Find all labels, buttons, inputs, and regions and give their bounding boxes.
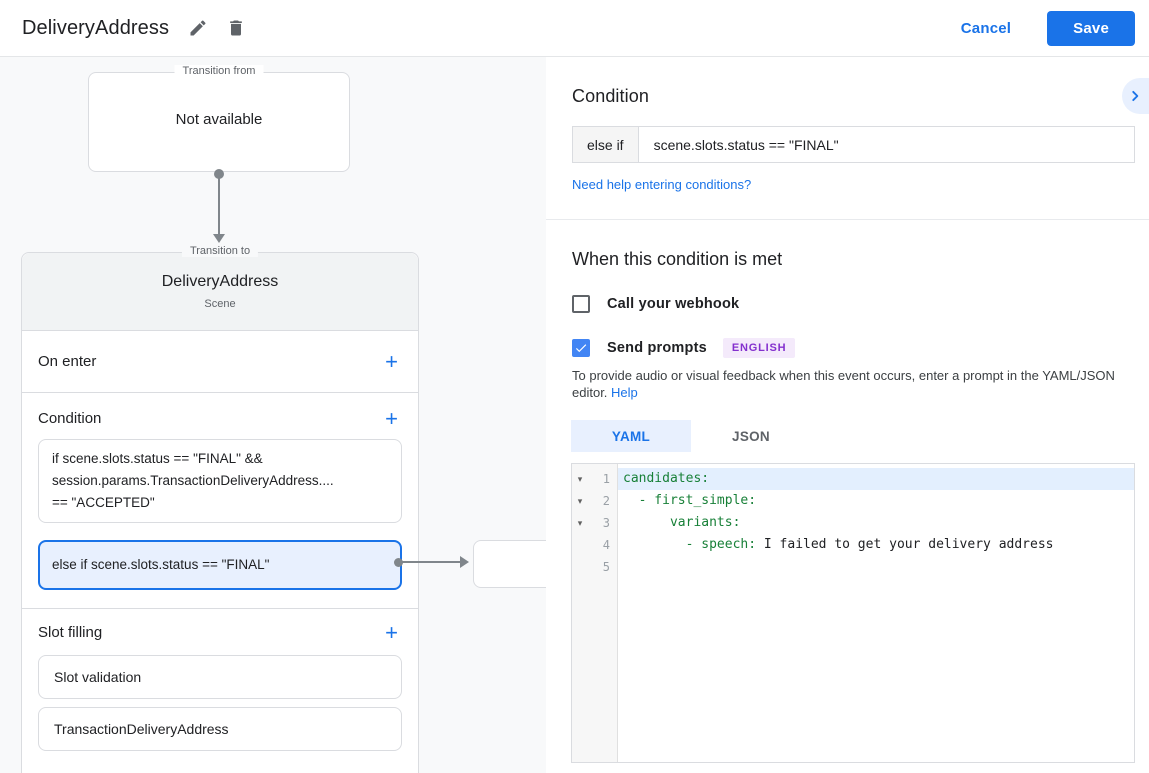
add-on-enter-button[interactable]: +: [379, 350, 404, 374]
if-condition-line: if scene.slots.status == "FINAL" &&: [52, 451, 263, 466]
condition-met-heading: When this condition is met: [572, 249, 783, 269]
top-bar: DeliveryAddress Cancel Save: [0, 0, 1149, 57]
send-prompts-label: Send prompts: [607, 340, 707, 356]
condition-prefix-label: else if: [573, 127, 639, 162]
connector-line-horizontal: [400, 561, 462, 563]
fold-arrow-icon[interactable]: ▾: [577, 517, 583, 528]
line-number: 2: [602, 494, 610, 508]
conditions-help-link[interactable]: Need help entering conditions?: [572, 177, 752, 192]
description-help-link[interactable]: Help: [611, 385, 638, 400]
code-line[interactable]: 5: [572, 556, 1134, 578]
prompts-description: To provide audio or visual feedback when…: [572, 367, 1138, 401]
connector-dot-horizontal: [394, 558, 403, 567]
webhook-label: Call your webhook: [607, 296, 740, 312]
slot-filling-section: Slot filling + Slot validation Transacti…: [22, 609, 418, 765]
section-divider: [546, 219, 1149, 220]
page-title: DeliveryAddress: [22, 16, 170, 39]
chevron-right-icon: [1128, 89, 1142, 103]
edit-title-button[interactable]: [181, 11, 215, 45]
code-text: candidates:: [618, 468, 1134, 490]
condition-expression-input[interactable]: [638, 127, 1134, 162]
checkmark-icon: [574, 341, 588, 355]
webhook-checkbox-row[interactable]: Call your webhook: [572, 295, 1149, 313]
gutter-cell: 5: [572, 560, 618, 574]
code-text: - first_simple:: [623, 493, 757, 508]
connector-arrowhead-down: [213, 234, 225, 243]
add-slot-button[interactable]: +: [379, 621, 404, 645]
fold-arrow-icon[interactable]: ▾: [577, 495, 583, 506]
slot-item-validation[interactable]: Slot validation: [38, 655, 402, 699]
slot-filling-label: Slot filling: [38, 624, 103, 641]
line-number: 5: [602, 560, 610, 574]
send-prompts-checkbox-row[interactable]: Send prompts ENGLISH: [572, 338, 1149, 358]
editor-gutter: [572, 464, 618, 762]
scene-diagram-panel: Transition from Not available Transition…: [0, 57, 546, 773]
on-enter-label: On enter: [38, 353, 97, 370]
language-badge: ENGLISH: [722, 338, 796, 358]
scene-type: Scene: [204, 298, 236, 310]
code-line[interactable]: ▾3 variants:: [572, 512, 1134, 534]
delete-scene-button[interactable]: [219, 11, 253, 45]
scene-name: DeliveryAddress: [161, 273, 279, 290]
editor-format-tabs: YAML JSON: [571, 420, 1149, 452]
transition-from-value: Not available: [175, 111, 263, 128]
fold-arrow-icon[interactable]: ▾: [577, 473, 583, 484]
gutter-cell: ▾3: [572, 516, 618, 530]
gutter-cell: ▾2: [572, 494, 618, 508]
transition-to-label: Transition to: [181, 245, 259, 257]
if-condition-line: session.params.TransactionDeliveryAddres…: [52, 473, 334, 488]
code-text: variants:: [623, 515, 741, 530]
save-button[interactable]: Save: [1047, 10, 1135, 46]
condition-item-else-if-selected[interactable]: else if scene.slots.status == "FINAL": [38, 540, 402, 590]
code-line[interactable]: ▾2 - first_simple:: [572, 490, 1134, 512]
condition-section-label: Condition: [38, 410, 102, 427]
condition-item-if[interactable]: if scene.slots.status == "FINAL" && sess…: [38, 439, 402, 523]
code-text: - speech: I failed to get your delivery …: [623, 537, 1054, 552]
code-line[interactable]: 4 - speech: I failed to get your deliver…: [572, 534, 1134, 556]
tab-yaml[interactable]: YAML: [571, 420, 691, 452]
connector-arrowhead-right: [460, 556, 469, 568]
code-text: [618, 556, 1134, 578]
cancel-button[interactable]: Cancel: [943, 12, 1029, 45]
trash-icon: [226, 18, 246, 38]
description-line-1: To provide audio or visual feedback when…: [572, 368, 1115, 383]
condition-detail-panel: Condition else if Need help entering con…: [546, 57, 1149, 773]
connector-line-vertical: [218, 174, 220, 235]
collapse-panel-button[interactable]: [1122, 78, 1149, 114]
description-line-2: editor.: [572, 385, 608, 400]
line-number: 3: [602, 516, 610, 530]
transition-from-label: Transition from: [174, 65, 264, 77]
line-number: 1: [602, 472, 610, 486]
panel-heading: Condition: [572, 86, 649, 106]
transition-from-node: Transition from Not available: [88, 65, 350, 172]
transition-target-node: [473, 540, 546, 588]
send-prompts-checkbox-checked[interactable]: [572, 339, 590, 357]
on-enter-section: On enter +: [22, 331, 418, 393]
gutter-cell: ▾1: [572, 472, 618, 486]
pencil-icon: [188, 18, 208, 38]
add-condition-button[interactable]: +: [379, 407, 404, 431]
tab-json[interactable]: JSON: [691, 420, 811, 452]
transition-to-card: Transition to DeliveryAddress Scene On e…: [21, 245, 419, 773]
gutter-cell: 4: [572, 538, 618, 552]
line-number: 4: [602, 538, 610, 552]
slot-item-transaction-delivery-address[interactable]: TransactionDeliveryAddress: [38, 707, 402, 751]
condition-input-row: else if: [572, 126, 1135, 163]
condition-section: Condition + if scene.slots.status == "FI…: [22, 393, 418, 609]
if-condition-line: == "ACCEPTED": [52, 495, 155, 510]
webhook-checkbox-unchecked[interactable]: [572, 295, 590, 313]
scene-card-header: DeliveryAddress Scene: [22, 253, 418, 331]
